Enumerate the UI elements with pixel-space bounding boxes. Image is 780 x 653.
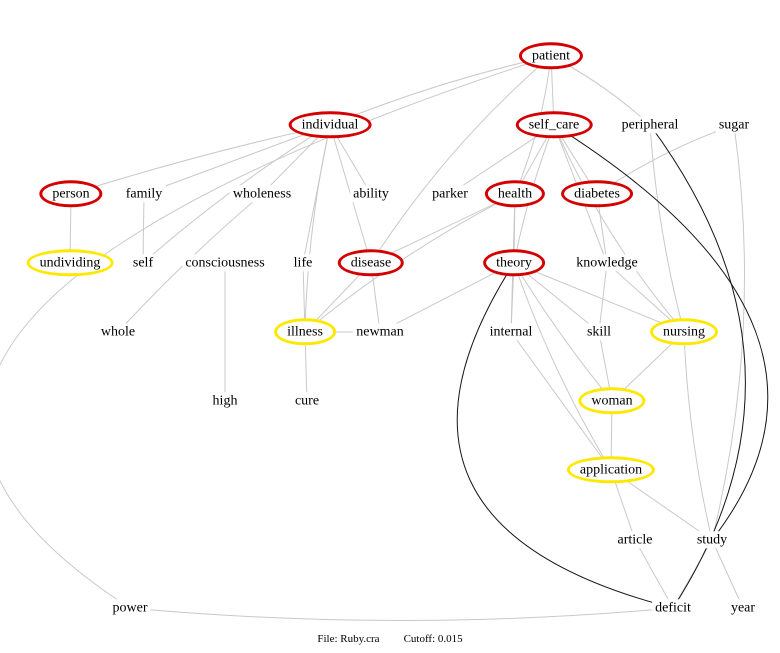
node-self_care[interactable]: self_care: [515, 111, 593, 139]
edge-patient-individual: [329, 55, 552, 126]
node-study[interactable]: study: [693, 531, 731, 549]
edge-nursing-study: [683, 331, 713, 541]
node-consciousness[interactable]: consciousness: [182, 254, 268, 272]
edge-power-deficit: [129, 607, 674, 621]
edge-theory-application: [513, 262, 612, 471]
node-cure[interactable]: cure: [291, 392, 323, 410]
node-power[interactable]: power: [109, 599, 151, 617]
node-undividing[interactable]: undividing: [26, 249, 114, 277]
status-bar: File: Ruby.cra Cutoff: 0.015: [0, 633, 780, 645]
edge-internal-application: [510, 331, 612, 471]
node-newman[interactable]: newman: [353, 323, 407, 341]
edge-theory-woman: [513, 262, 613, 402]
edge-individual-illness: [304, 124, 331, 333]
node-whole[interactable]: whole: [97, 323, 139, 341]
node-deficit[interactable]: deficit: [652, 599, 694, 617]
node-ability[interactable]: ability: [350, 185, 392, 203]
node-diabetes[interactable]: diabetes: [561, 180, 633, 208]
node-high[interactable]: high: [209, 392, 241, 410]
node-disease[interactable]: disease: [337, 249, 405, 277]
node-nursing[interactable]: nursing: [650, 318, 718, 346]
node-knowledge[interactable]: knowledge: [573, 254, 641, 272]
edge-family-self: [142, 193, 145, 264]
file-label: File: Ruby.cra: [317, 633, 380, 645]
edge-article-deficit: [634, 539, 674, 609]
node-sugar[interactable]: sugar: [715, 116, 753, 134]
edge-self_care-study: [553, 124, 769, 541]
node-internal[interactable]: internal: [486, 323, 536, 341]
edge-sugar-study: [711, 124, 745, 541]
edge-individual-person: [70, 124, 331, 195]
node-theory[interactable]: theory: [483, 249, 545, 277]
node-illness[interactable]: illness: [274, 318, 336, 346]
node-article[interactable]: article: [614, 531, 656, 549]
edge-individual-family: [143, 124, 331, 195]
node-peripheral[interactable]: peripheral: [618, 116, 682, 134]
node-health[interactable]: health: [484, 180, 546, 208]
node-patient[interactable]: patient: [518, 42, 584, 70]
edge-theory-deficit: [456, 262, 674, 609]
node-year[interactable]: year: [727, 599, 759, 617]
node-person[interactable]: person: [39, 180, 103, 208]
node-skill[interactable]: skill: [583, 323, 615, 341]
edge-self_care-nursing: [553, 124, 685, 333]
node-parker[interactable]: parker: [429, 185, 471, 203]
node-wholeness[interactable]: wholeness: [229, 185, 295, 203]
edge-study-year: [711, 539, 744, 609]
node-woman[interactable]: woman: [578, 387, 646, 415]
node-self[interactable]: self: [129, 254, 157, 272]
edge-patient-disease: [370, 55, 552, 264]
node-individual[interactable]: individual: [288, 111, 372, 139]
node-life[interactable]: life: [290, 254, 316, 272]
cutoff-label: Cutoff: 0.015: [403, 633, 463, 645]
node-application[interactable]: application: [566, 456, 656, 484]
edge-peripheral-nursing: [649, 124, 685, 333]
edge-health-illness: [304, 193, 516, 333]
node-family[interactable]: family: [122, 185, 166, 203]
